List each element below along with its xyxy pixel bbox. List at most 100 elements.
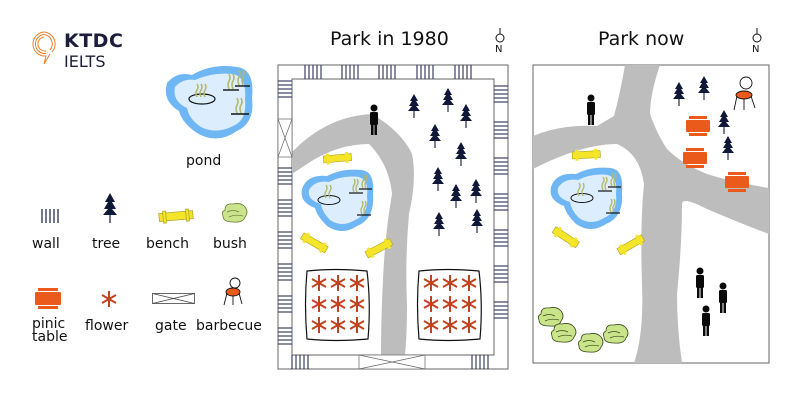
person bbox=[587, 94, 595, 125]
bush bbox=[537, 307, 564, 327]
gate-south bbox=[358, 354, 426, 370]
flower bbox=[330, 296, 346, 312]
wall-segments bbox=[278, 65, 508, 369]
wall bbox=[494, 193, 508, 211]
bench bbox=[364, 238, 394, 259]
gate-west bbox=[277, 118, 293, 158]
wall bbox=[494, 265, 508, 283]
flower bbox=[330, 275, 346, 291]
brand-logo: KTDC IELTS bbox=[30, 30, 140, 74]
tree bbox=[471, 209, 483, 233]
wall bbox=[494, 157, 508, 175]
tree bbox=[442, 88, 454, 112]
tree-group bbox=[673, 76, 734, 160]
flower bbox=[423, 296, 439, 312]
tree bbox=[673, 82, 685, 106]
wall bbox=[341, 65, 359, 79]
legend-bush-label: bush bbox=[213, 236, 247, 252]
flower bbox=[442, 275, 458, 291]
wall bbox=[278, 327, 292, 345]
bush bbox=[550, 323, 577, 343]
bush-icon bbox=[221, 203, 248, 223]
speech-bubble-logo-icon bbox=[32, 31, 56, 65]
flower bbox=[311, 296, 327, 312]
flower-bed bbox=[304, 268, 370, 342]
tree bbox=[408, 94, 420, 118]
bench bbox=[571, 148, 601, 161]
path bbox=[292, 114, 414, 355]
person bbox=[702, 305, 710, 336]
tree bbox=[718, 110, 730, 134]
tree bbox=[433, 212, 445, 236]
flower bbox=[423, 317, 439, 333]
tree bbox=[429, 124, 441, 148]
barbecue-icon bbox=[223, 277, 243, 306]
tree bbox=[460, 104, 472, 128]
north-label: N bbox=[495, 44, 503, 55]
wall bbox=[278, 199, 292, 217]
legend-pond-label: pond bbox=[186, 153, 222, 169]
picnic-table bbox=[725, 172, 749, 192]
tree bbox=[698, 76, 710, 100]
flower-icon bbox=[101, 291, 117, 307]
bench bbox=[300, 232, 329, 254]
picnic-table-icon bbox=[35, 288, 61, 309]
legend-wall-label: wall bbox=[32, 236, 60, 252]
bush bbox=[602, 324, 629, 344]
person bbox=[719, 282, 727, 313]
flower bbox=[311, 317, 327, 333]
bench bbox=[551, 226, 580, 249]
wall bbox=[454, 65, 472, 79]
bench bbox=[322, 151, 353, 165]
wall bbox=[378, 65, 396, 79]
wall bbox=[494, 229, 508, 247]
legend-barbecue-label: barbecue bbox=[196, 318, 262, 334]
map-1980-title: Park in 1980 bbox=[330, 28, 449, 50]
legend-tree-label: tree bbox=[92, 236, 121, 252]
map-now bbox=[532, 64, 770, 364]
bench bbox=[616, 234, 646, 256]
flower bbox=[442, 296, 458, 312]
barbecue bbox=[733, 76, 756, 111]
tree bbox=[470, 179, 482, 203]
person bbox=[696, 267, 704, 298]
pond bbox=[550, 167, 623, 229]
path bbox=[533, 65, 769, 363]
person bbox=[370, 104, 378, 135]
bush-group bbox=[537, 307, 629, 353]
flower bbox=[330, 317, 346, 333]
wall bbox=[494, 301, 508, 319]
tree bbox=[432, 167, 444, 191]
pond bbox=[301, 169, 374, 231]
legend-flower-label: flower bbox=[85, 318, 129, 334]
picnic-table-group bbox=[683, 116, 749, 192]
flower bbox=[461, 317, 477, 333]
tree-group bbox=[408, 88, 483, 236]
picnic-table bbox=[683, 148, 707, 168]
north-arrow-icon bbox=[752, 28, 762, 43]
flower bbox=[349, 275, 365, 291]
wall bbox=[278, 231, 292, 249]
wall bbox=[278, 263, 292, 281]
flower bbox=[423, 275, 439, 291]
flower-bed bbox=[416, 268, 482, 342]
brand-subtitle: IELTS bbox=[64, 52, 106, 71]
tree bbox=[722, 136, 734, 160]
tree bbox=[455, 142, 467, 166]
picnic-table bbox=[686, 116, 710, 136]
wall bbox=[494, 121, 508, 139]
flower bbox=[442, 317, 458, 333]
legend-gate-label: gate bbox=[155, 318, 187, 334]
legend-bench-label: bench bbox=[146, 236, 189, 252]
bench-icon bbox=[158, 208, 194, 224]
wall bbox=[278, 295, 292, 313]
bush bbox=[577, 333, 604, 353]
wall bbox=[304, 65, 322, 79]
flower bbox=[311, 275, 327, 291]
legend-pond-icon bbox=[165, 66, 253, 139]
flower bbox=[461, 296, 477, 312]
flower bbox=[349, 296, 365, 312]
wall bbox=[416, 65, 434, 79]
map-now-title: Park now bbox=[598, 28, 685, 50]
gate-icon bbox=[152, 293, 195, 304]
